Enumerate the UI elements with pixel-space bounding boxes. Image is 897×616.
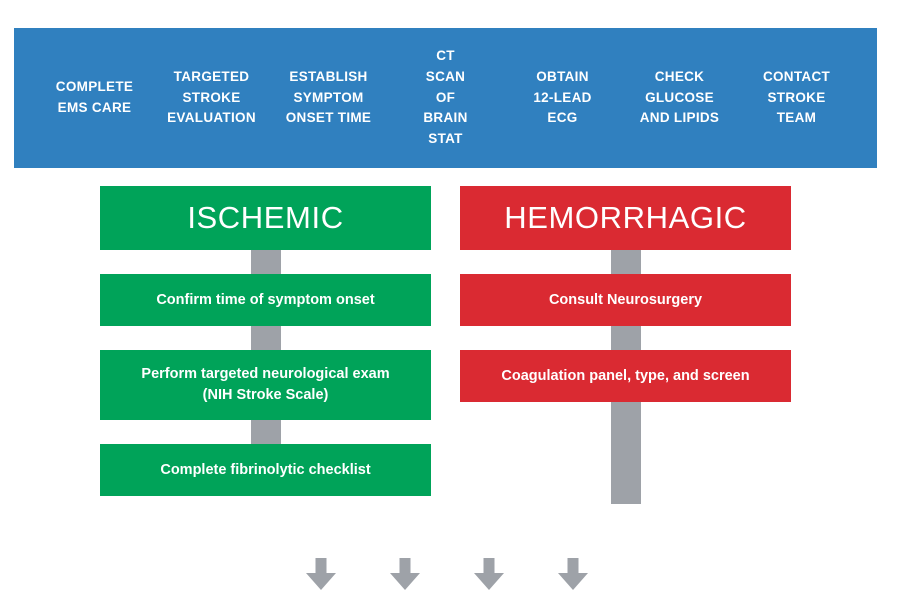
hemorrhagic-step-consult-neurosurgery: Consult Neurosurgery: [460, 274, 791, 326]
ischemic-pathway-title: ISCHEMIC: [100, 186, 431, 250]
connector-ischemic-2: [250, 326, 281, 350]
header-step-establish-symptom-onset-time: ESTABLISH SYMPTOM ONSET TIME: [285, 68, 372, 126]
connector-ischemic-1: [250, 250, 281, 274]
hemorrhagic-pathway-title: HEMORRHAGIC: [460, 186, 791, 250]
connector-ischemic-3: [250, 420, 281, 444]
connector-hemorrhagic-1: [610, 250, 641, 274]
header-step-targeted-stroke-evaluation: TARGETED STROKE EVALUATION: [167, 68, 256, 126]
ischemic-step-neurological-exam: Perform targeted neurological exam (NIH …: [100, 350, 431, 420]
connector-hemorrhagic-2: [610, 326, 641, 350]
hemorrhagic-step-coagulation-panel: Coagulation panel, type, and screen: [460, 350, 791, 402]
hemorrhagic-pathway-column: HEMORRHAGIC Consult Neurosurgery Coagula…: [460, 186, 791, 504]
ischemic-step-confirm-onset-time: Confirm time of symptom onset: [100, 274, 431, 326]
ischemic-pathway-column: ISCHEMIC Confirm time of symptom onset P…: [100, 186, 431, 496]
header-step-complete-ems-care: COMPLETE EMS CARE: [55, 79, 134, 115]
header-step-contact-stroke-team: CONTACT STROKE TEAM: [762, 68, 831, 126]
arrow-down-icon: [472, 558, 506, 592]
arrow-down-icon: [388, 558, 422, 592]
connector-hemorrhagic-3: [610, 402, 641, 504]
header-step-obtain-12-lead-ecg: OBTAIN 12-LEAD ECG: [533, 68, 592, 126]
initial-assessment-band: COMPLETE EMS CARE TARGETED STROKE EVALUA…: [14, 28, 877, 168]
ischemic-step-fibrinolytic-checklist: Complete fibrinolytic checklist: [100, 444, 431, 496]
header-step-check-glucose-and-lipids: CHECK GLUCOSE AND LIPIDS: [639, 68, 720, 126]
header-step-ct-scan-of-brain-stat: CT SCAN OF BRAIN STAT: [423, 47, 468, 147]
arrow-down-icon: [304, 558, 338, 592]
arrow-down-icon: [556, 558, 590, 592]
continuation-arrow-row: [304, 558, 590, 598]
